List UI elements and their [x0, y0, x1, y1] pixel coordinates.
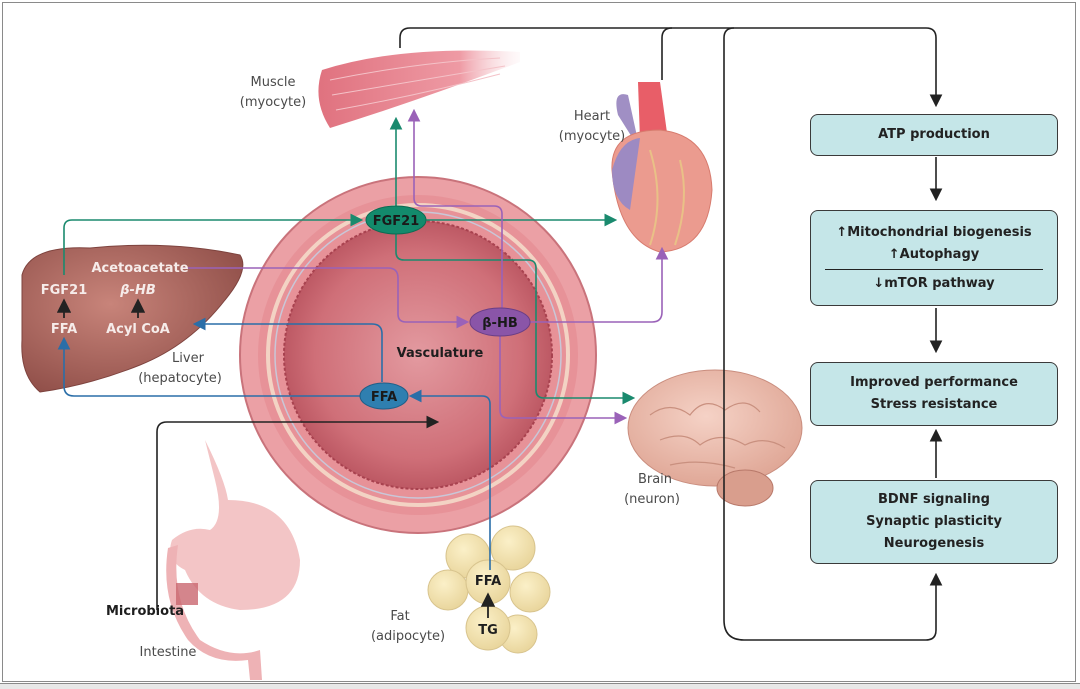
performance-box: Improved performance Stress resistance — [810, 362, 1058, 426]
vasculature-label: Vasculature — [397, 346, 484, 361]
brain-illustration — [627, 369, 803, 507]
liver-cell-label: (hepatocyte) — [138, 371, 222, 386]
muscle-cell-label: (myocyte) — [240, 95, 306, 110]
box-line: Improved performance — [850, 375, 1018, 390]
liver-bhb-label: β-HB — [119, 283, 156, 298]
ffa-pathway-lines — [57, 317, 491, 570]
liver-acylcoa-label: Acyl CoA — [106, 322, 170, 337]
box-line: Synaptic plasticity — [866, 514, 1002, 529]
intestine-label: Intestine — [140, 645, 197, 660]
fat-cell-label: (adipocyte) — [371, 629, 445, 644]
heart-label: Heart — [574, 109, 610, 124]
fgf21-node-label: FGF21 — [373, 214, 420, 229]
box-line: ↓mTOR pathway — [873, 275, 995, 291]
box-line: Neurogenesis — [883, 536, 985, 551]
liver-label: Liver — [172, 351, 205, 366]
fgf21-node: FGF21 — [365, 205, 427, 235]
fat-ffa-label: FFA — [475, 574, 501, 589]
liver-acetoacetate-label: Acetoacetate — [91, 261, 188, 276]
box-line: ↑Autophagy — [888, 246, 980, 262]
top-connector-lines — [156, 27, 943, 641]
brain-label: Brain — [638, 472, 672, 487]
heart-cell-label: (myocyte) — [559, 129, 625, 144]
liver-illustration — [21, 244, 244, 393]
box-line: ↑Mitochondrial biogenesis — [836, 224, 1032, 240]
ffa-node: FFA — [359, 382, 409, 410]
box-line: ATP production — [878, 127, 990, 142]
fat-illustration — [427, 525, 551, 654]
muscle-label: Muscle — [251, 75, 296, 90]
liver-fgf21-label: FGF21 — [41, 283, 88, 298]
muscle-illustration — [318, 50, 520, 128]
liver-ffa-label: FFA — [51, 322, 77, 337]
bhb-node: β-HB — [469, 307, 531, 337]
ffa-node-label: FFA — [371, 390, 397, 405]
fgf21-pathway-lines — [63, 116, 636, 405]
mitochondrial-box: ↑Mitochondrial biogenesis ↑Autophagy ↓mT… — [810, 210, 1058, 306]
bhb-pathway-lines — [182, 108, 669, 425]
bottom-strip — [0, 683, 1080, 689]
internal-arrows — [56, 298, 496, 618]
brain-cell-label: (neuron) — [624, 492, 680, 507]
bdnf-box: BDNF signaling Synaptic plasticity Neuro… — [810, 480, 1058, 564]
heart-illustration — [611, 82, 713, 253]
intestine-illustration — [166, 440, 300, 680]
atp-production-box: ATP production — [810, 114, 1058, 156]
bhb-node-label: β-HB — [482, 316, 518, 331]
box-line: BDNF signaling — [878, 492, 990, 507]
fat-label: Fat — [390, 609, 409, 624]
microbiota-label: Microbiota — [106, 604, 184, 619]
fat-tg-label: TG — [478, 623, 498, 638]
box-divider — [825, 268, 1043, 270]
box-line: Stress resistance — [870, 397, 998, 412]
